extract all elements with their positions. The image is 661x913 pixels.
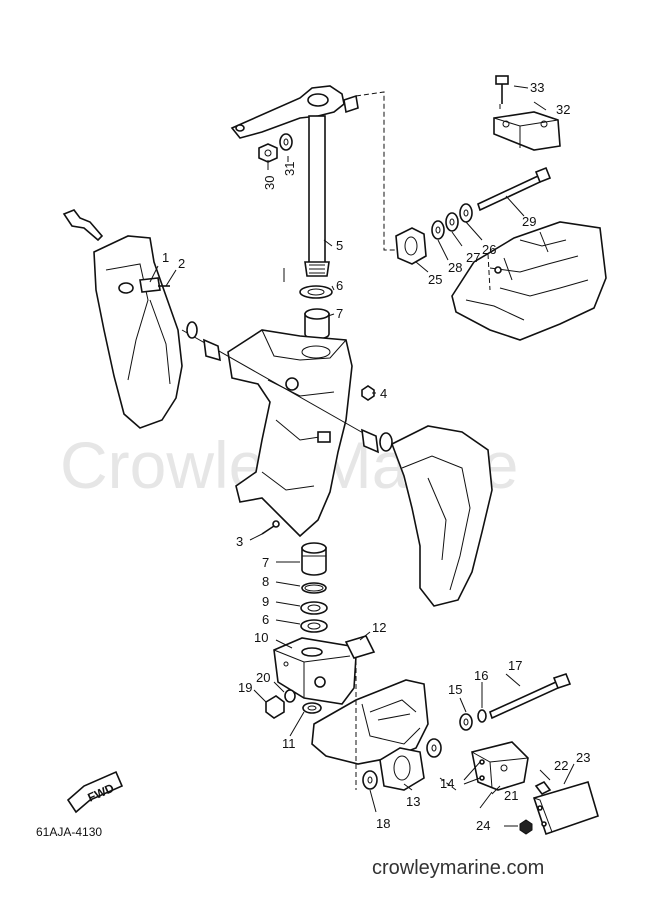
callout-19: 19	[238, 680, 252, 695]
bolt-17	[459, 673, 572, 731]
callout-29: 29	[522, 214, 536, 229]
callout-24: 24	[476, 818, 490, 833]
callout-3-left: 3	[236, 534, 243, 549]
callout-8: 8	[262, 574, 269, 589]
tilt-shaft	[181, 321, 393, 454]
callout-1: 1	[162, 250, 169, 265]
callout-13: 13	[406, 794, 420, 809]
callout-labels: 1 2 3 4 5 6 7 3 7 8 9 6 10 12 19 20 11 1…	[162, 80, 590, 833]
dashed-guide-top	[355, 91, 396, 251]
callout-32: 32	[556, 102, 570, 117]
callout-20: 20	[256, 670, 270, 685]
left-clamp-bracket	[62, 209, 183, 429]
callout-22: 22	[554, 758, 568, 773]
callout-14: 14	[440, 776, 454, 791]
callout-16: 16	[474, 668, 488, 683]
callout-6-upper: 6	[336, 278, 343, 293]
lower-cap-parts	[265, 689, 322, 719]
callout-30: 30	[262, 176, 277, 190]
plate-12	[344, 635, 376, 659]
callout-21: 21	[504, 788, 518, 803]
callout-4: 4	[380, 386, 387, 401]
callout-12: 12	[372, 620, 386, 635]
lower-mount-clamp	[471, 741, 529, 791]
upper-mount-bracket	[451, 221, 607, 341]
screw-4	[361, 385, 375, 401]
lower-bushing-stack	[300, 542, 328, 633]
callout-9: 9	[262, 594, 269, 609]
callout-25: 25	[428, 272, 442, 287]
callout-33: 33	[530, 80, 544, 95]
forward-direction-arrow: FWD	[66, 770, 124, 814]
cover-23	[519, 780, 599, 836]
bolt-29	[477, 166, 552, 212]
lower-mount-rubber	[362, 738, 442, 791]
callout-31: 31	[282, 162, 297, 176]
callout-28: 28	[448, 260, 462, 275]
callout-6-lower: 6	[262, 612, 269, 627]
callout-5: 5	[336, 238, 343, 253]
upper-mount-rubber	[395, 203, 473, 265]
callout-23: 23	[576, 750, 590, 765]
callout-17: 17	[508, 658, 522, 673]
mount-cap	[493, 75, 561, 151]
right-clamp-bracket	[390, 425, 493, 607]
drawing-code: 61AJA-4130	[36, 825, 102, 839]
screw-3	[261, 520, 280, 535]
footer-url: crowleymarine.com	[372, 857, 544, 879]
steering-arm-shaft	[230, 85, 359, 277]
leader-lines	[149, 85, 575, 827]
callout-15: 15	[448, 682, 462, 697]
callout-2: 2	[178, 256, 185, 271]
callout-7-lower: 7	[262, 555, 269, 570]
callout-10: 10	[254, 630, 268, 645]
nut-and-washer	[258, 133, 293, 163]
callout-7-upper: 7	[336, 306, 343, 321]
upper-bushing-set	[299, 285, 333, 340]
callout-26: 26	[482, 242, 496, 257]
swivel-bracket	[227, 329, 353, 538]
callout-18: 18	[376, 816, 390, 831]
callout-11: 11	[282, 736, 296, 751]
callout-27: 27	[466, 250, 480, 265]
lower-mount-housing	[273, 637, 357, 705]
lower-bracket	[311, 679, 429, 765]
